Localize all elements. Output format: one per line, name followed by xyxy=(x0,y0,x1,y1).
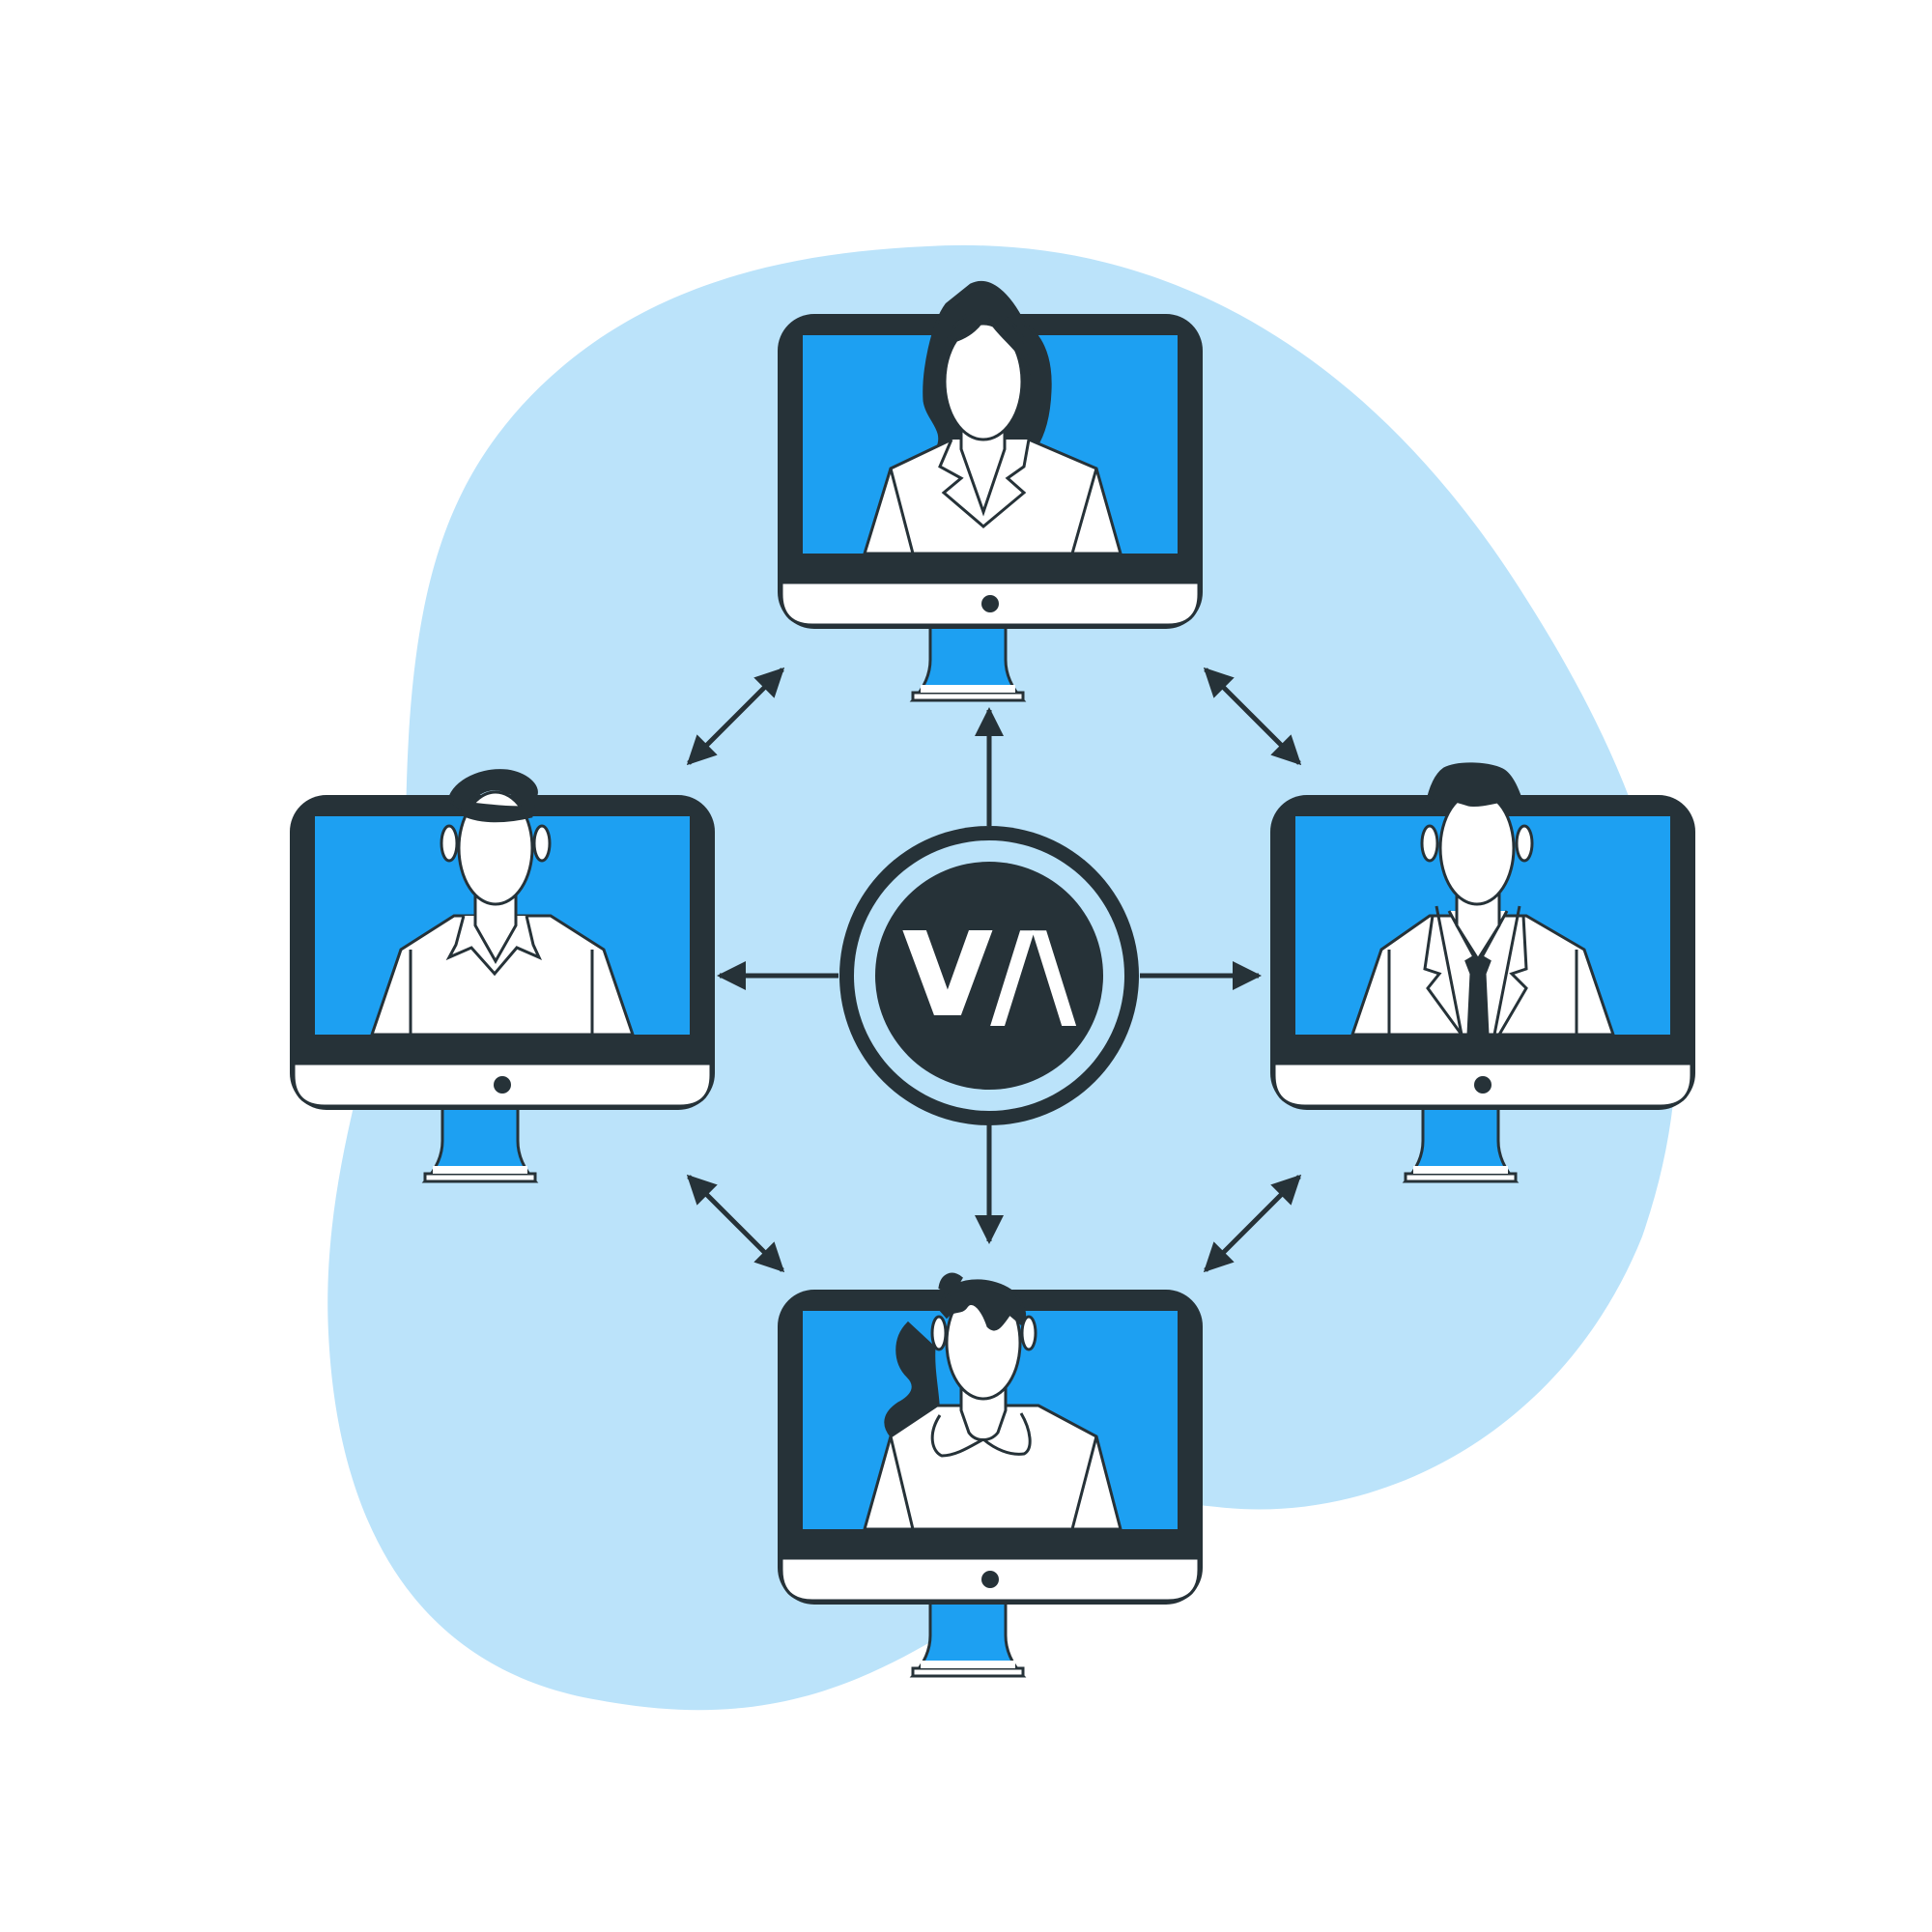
arrow-top-right xyxy=(1203,667,1302,766)
monitor-bottom xyxy=(776,1272,1205,1678)
hub-logo-text: V/\ xyxy=(903,908,1075,1041)
man-avatar xyxy=(369,769,636,1037)
monitor-left xyxy=(288,769,717,1183)
va-logo-hub-icon: V/\ xyxy=(839,826,1139,1125)
monitor-top xyxy=(776,280,1205,702)
woman-avatar xyxy=(862,280,1122,555)
man-suit-avatar xyxy=(1350,762,1616,1037)
woman-bun-avatar xyxy=(863,1272,1122,1531)
connector-arrows xyxy=(686,667,1302,1273)
monitor-right xyxy=(1268,762,1697,1183)
arrow-bottom-right xyxy=(1203,1174,1302,1273)
arrow-top-left xyxy=(686,667,785,766)
hub-spokes xyxy=(717,707,1262,1244)
arrow-bottom-left xyxy=(686,1174,785,1273)
